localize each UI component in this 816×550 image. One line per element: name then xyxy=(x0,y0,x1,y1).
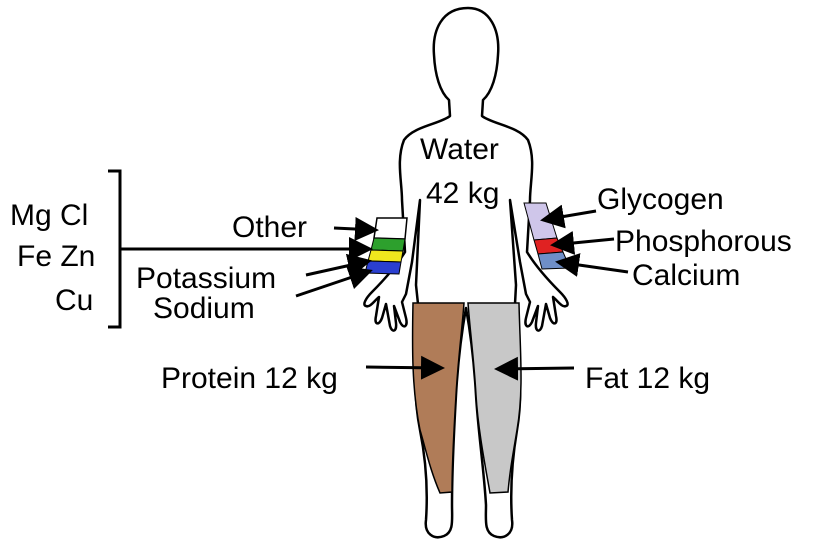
fat-arrow xyxy=(497,368,574,369)
sodium-band xyxy=(365,261,401,274)
phosphorous-band xyxy=(534,238,563,254)
protein-region xyxy=(413,303,464,493)
trace-minerals-line2: Fe Zn xyxy=(17,240,95,273)
calcium-label: Calcium xyxy=(632,259,740,292)
fat-label: Fat 12 kg xyxy=(585,362,710,395)
phosphorous-arrow xyxy=(553,239,614,245)
phosphorous-label: Phosphorous xyxy=(615,225,792,258)
trace-minerals-bracket xyxy=(108,171,120,327)
other-label: Other xyxy=(232,211,307,244)
protein-arrow xyxy=(366,367,442,368)
water-mass-label: 42 kg xyxy=(426,177,499,210)
other-band xyxy=(374,218,407,239)
glycogen-label: Glycogen xyxy=(597,183,724,216)
calcium-band xyxy=(538,252,570,269)
glycogen-arrow xyxy=(543,211,596,220)
water-label: Water xyxy=(420,133,499,166)
protein-label: Protein 12 kg xyxy=(161,362,338,395)
trace-minerals-line1: Mg Cl xyxy=(10,199,88,232)
potassium-band xyxy=(368,250,403,262)
potassium-label: Potassium xyxy=(136,262,276,295)
potassium-arrow xyxy=(306,261,369,275)
other-arrow xyxy=(334,228,376,230)
trace-minerals-line3: Cu xyxy=(55,284,93,317)
trace-minerals-band xyxy=(371,238,405,251)
sodium-label: Sodium xyxy=(153,292,255,325)
